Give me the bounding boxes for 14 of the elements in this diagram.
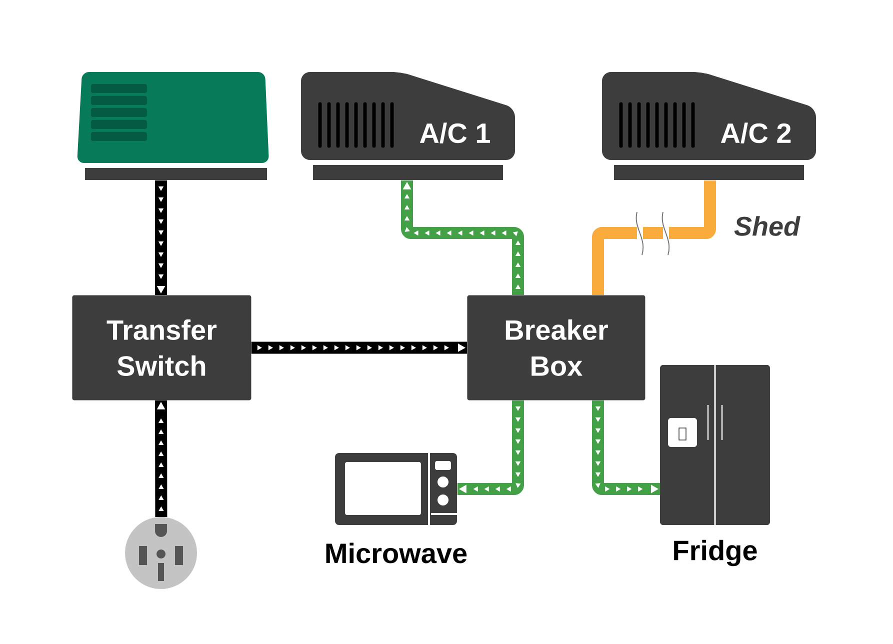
wire: [592, 180, 716, 295]
process-box: Breaker Box: [467, 295, 646, 400]
wire: [401, 180, 524, 295]
device-label: Microwave: [326, 542, 467, 564]
wire: [251, 342, 467, 354]
edge-label: Shed: [734, 216, 800, 236]
wire: [457, 400, 524, 495]
generator-drawing: [77, 72, 269, 180]
process-box: Transfer Switch: [72, 295, 252, 400]
outlet-icon: [125, 517, 197, 589]
device-label: Fridge: [674, 540, 757, 566]
wire: [155, 180, 167, 295]
wire: [592, 400, 660, 495]
wire: [155, 400, 168, 517]
